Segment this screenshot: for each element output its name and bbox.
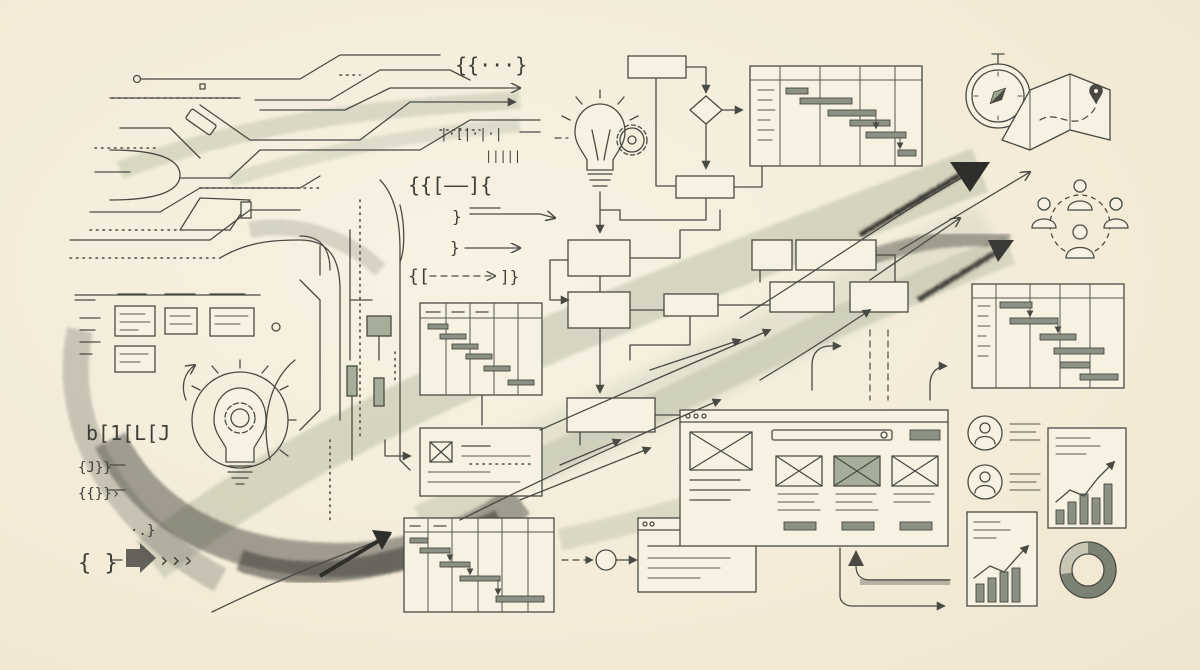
gantt-chart-icon [971, 283, 1125, 389]
svg-text:›››: ››› [158, 548, 194, 572]
gantt-chart-icon [403, 517, 638, 613]
svg-text:}: } [452, 207, 462, 226]
svg-text:·.}: ·.} [130, 523, 155, 539]
user-profile-icon [967, 415, 1041, 500]
svg-text:{{[——]{: {{[——]{ [408, 173, 492, 197]
svg-text:]}: ]} [500, 267, 519, 286]
svg-text:{{···}: {{···} [455, 53, 527, 77]
browser-wireframe-icon [419, 427, 543, 497]
flowchart-icon [549, 55, 909, 446]
svg-text:{ }: { } [78, 551, 118, 576]
upward-arrows-icon [839, 547, 951, 611]
bar-line-chart-icon [966, 511, 1038, 607]
circuit-traces-icon [69, 54, 541, 521]
donut-chart-icon [1059, 541, 1117, 599]
compass-icon [965, 53, 1031, 129]
team-network-icon [1031, 179, 1129, 259]
code-braces-icon: b[1[L[J {J}} {{}}› ·.} { } ››› [78, 421, 194, 576]
browser-wireframe-icon [679, 409, 949, 547]
svg-text:b[1[L[J: b[1[L[J [86, 421, 170, 445]
bar-line-chart-icon [1047, 427, 1127, 529]
code-braces-icon: {{···} |·[|·|·| ||||| {{[——]{ } } {[ ]} [399, 53, 555, 287]
kanban-board-icon [74, 293, 261, 373]
lightbulb-gear-icon [182, 359, 297, 485]
lightbulb-gear-icon [554, 89, 648, 234]
svg-text:|·[|·|·|: |·[|·|·| [440, 127, 503, 142]
upward-arrows-icon [211, 162, 1030, 613]
gantt-chart-icon [419, 302, 543, 426]
gantt-chart-icon [749, 65, 923, 167]
svg-text:{J}}: {J}} [78, 460, 112, 476]
folded-map-icon [1001, 73, 1111, 151]
svg-text:{[: {[ [408, 266, 430, 287]
svg-text:}: } [450, 238, 460, 257]
svg-text:|||||: ||||| [485, 149, 521, 163]
svg-text:{{}}›: {{}}› [78, 486, 120, 502]
